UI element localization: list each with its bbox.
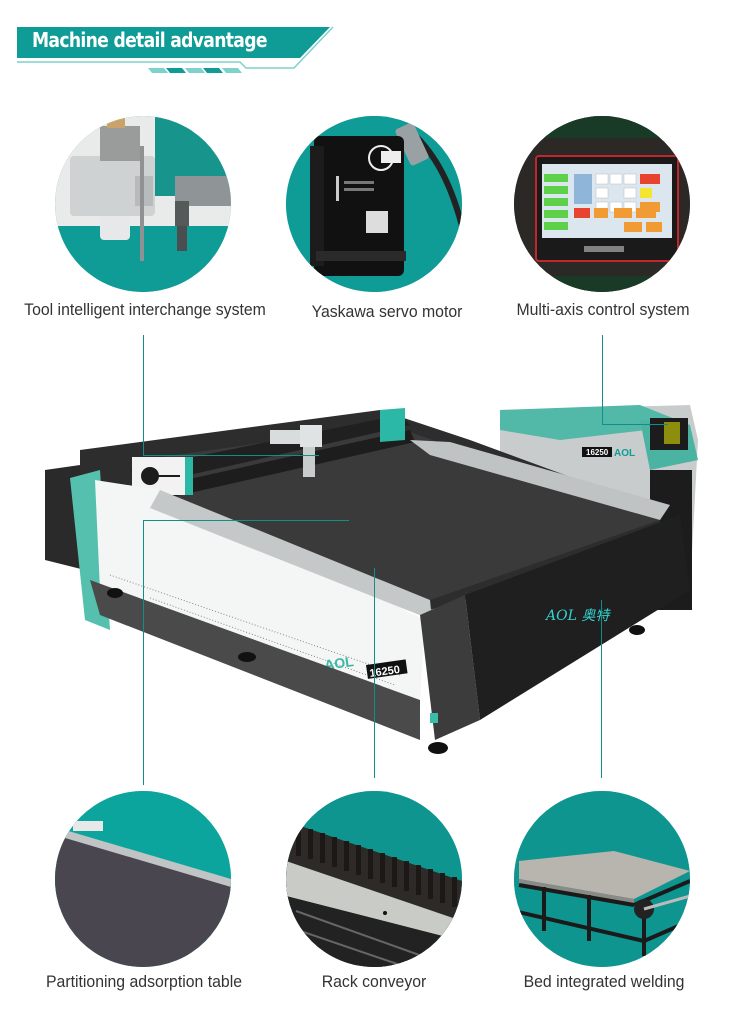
feature-image-servo-motor	[286, 116, 462, 292]
leader-line	[143, 335, 144, 456]
servo-motor-icon	[286, 116, 462, 292]
leader-line	[602, 424, 668, 425]
cutting-tool-head-icon	[55, 116, 231, 292]
feature-caption: Multi-axis control system	[516, 300, 690, 319]
adsorption-table-icon	[55, 791, 231, 967]
leader-line	[143, 455, 319, 456]
feature-caption: Yaskawa servo motor	[311, 302, 463, 321]
leader-line	[602, 335, 603, 425]
feature-caption: Bed integrated welding	[523, 972, 685, 991]
banner-shape-icon	[17, 26, 334, 73]
svg-text:AOL: AOL	[614, 448, 635, 459]
leader-line	[601, 600, 602, 778]
svg-text:16250: 16250	[369, 664, 401, 680]
feature-image-welded-bed	[514, 791, 690, 967]
rack-conveyor-icon	[286, 791, 462, 967]
svg-text:16250: 16250	[586, 448, 609, 457]
page-title: Machine detail advantage	[32, 28, 268, 52]
header-banner: Machine detail advantage	[0, 0, 750, 90]
welded-bed-frame-icon	[514, 791, 690, 967]
feature-image-rack-conveyor	[286, 791, 462, 967]
leader-line	[143, 520, 349, 521]
feature-image-adsorption-table	[55, 791, 231, 967]
leader-line	[374, 568, 375, 778]
cutting-machine-icon: 16250 AOL AOL 16250	[45, 405, 698, 754]
feature-image-control-system	[514, 116, 690, 292]
feature-caption: Rack conveyor	[321, 972, 427, 991]
svg-text:AOL 奥特: AOL 奥特	[544, 608, 611, 624]
leader-line	[143, 520, 144, 785]
feature-caption: Tool intelligent interchange system	[24, 300, 266, 319]
machine-illustration: 16250 AOL AOL 16250	[0, 330, 750, 780]
feature-caption: Partitioning adsorption table	[46, 972, 242, 991]
feature-image-tool-interchange	[55, 116, 231, 292]
control-touchscreen-icon	[514, 116, 690, 292]
